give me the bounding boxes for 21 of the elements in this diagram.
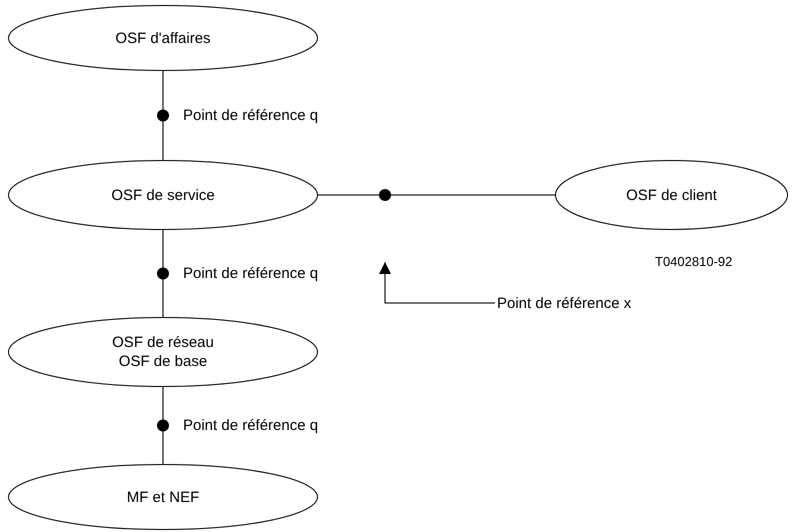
node-label: OSF de réseau bbox=[112, 333, 214, 352]
process-ellipse bbox=[555, 160, 788, 230]
leader-line bbox=[379, 262, 496, 304]
node-label: OSF de base bbox=[118, 352, 208, 371]
process-ellipse bbox=[8, 464, 318, 530]
process-ellipse bbox=[8, 5, 318, 71]
edge-label: Point de référence q bbox=[183, 106, 318, 124]
figure-number: T0402810-92 bbox=[655, 253, 732, 271]
process-ellipse bbox=[8, 317, 318, 387]
edge-label: Point de référence q bbox=[183, 416, 318, 434]
connector-line bbox=[318, 194, 556, 196]
node-label: OSF d'affaires bbox=[115, 28, 211, 48]
node-label: OSF de service bbox=[111, 186, 215, 204]
connector-line bbox=[162, 70, 164, 160]
node-label: OSF de client bbox=[626, 186, 717, 204]
edge-label: Point de référence q bbox=[183, 264, 318, 282]
connector-line bbox=[162, 386, 164, 464]
connector-line bbox=[162, 230, 164, 318]
node-label: MF et NEF bbox=[126, 488, 200, 506]
process-ellipse bbox=[8, 160, 318, 230]
callout-text: Point de référence x bbox=[497, 294, 632, 312]
